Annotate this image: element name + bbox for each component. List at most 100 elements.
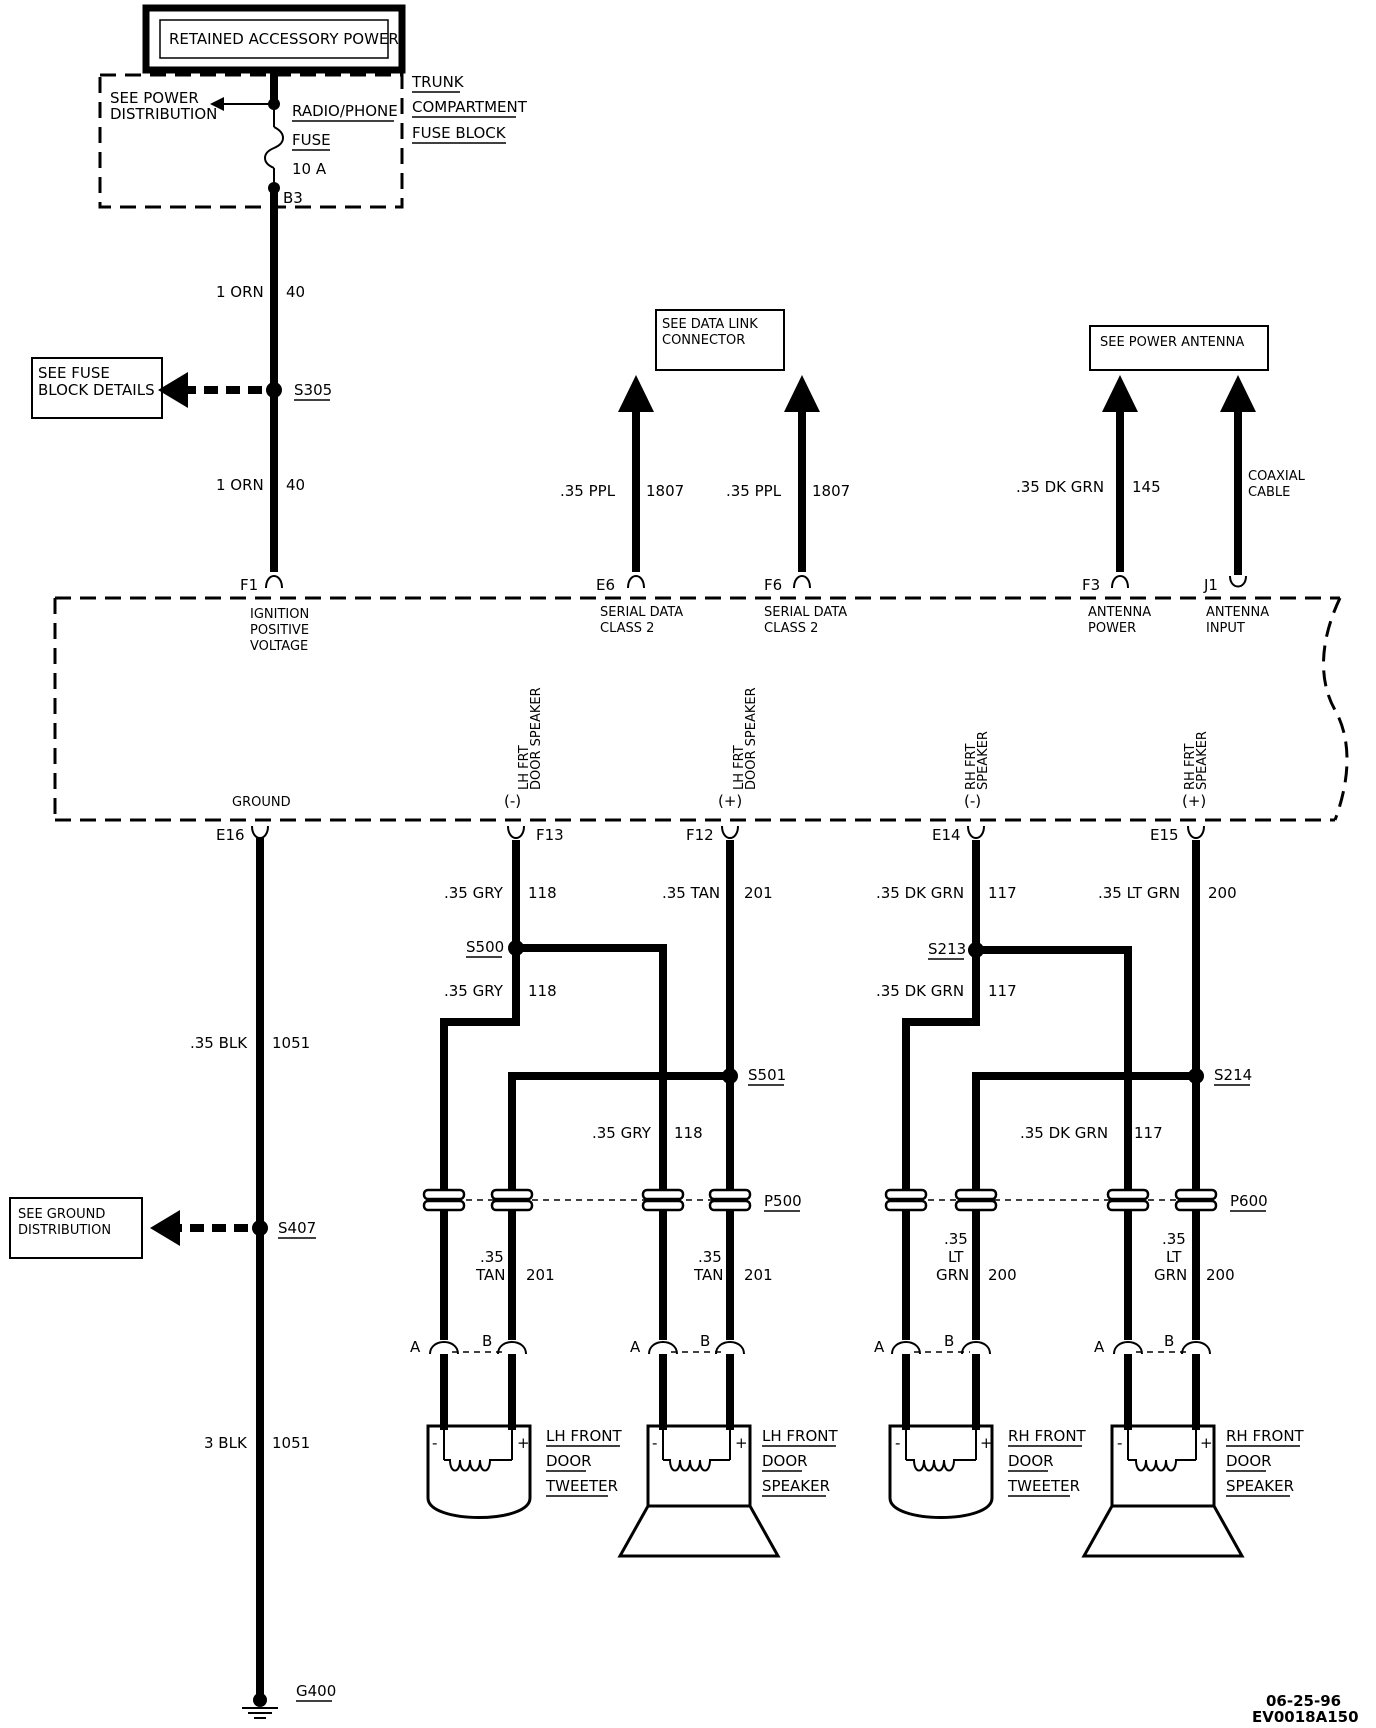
- lh-tw-plus: +: [517, 1434, 530, 1452]
- f13-func1: LH FRT: [517, 745, 532, 790]
- j1-pin: J1: [1203, 576, 1218, 594]
- ignition-func2: POSITIVE: [250, 623, 309, 638]
- s500-down-size: .35 GRY: [444, 982, 504, 1000]
- rh-sp-size2: LT: [1166, 1248, 1182, 1266]
- lh-front-door-tweeter: A B - + LH FRONT DOOR TWEETER: [410, 1210, 622, 1519]
- fuse-location-line3: FUSE BLOCK: [412, 124, 507, 142]
- lh-sp-label2: DOOR: [762, 1452, 808, 1470]
- lh-mid-size: .35 GRY: [592, 1124, 652, 1142]
- top-wire-e6: .35 PPL 1807 E6 SERIAL DATA CLASS 2: [560, 375, 684, 636]
- see-fuse-line1: SEE FUSE: [38, 364, 110, 382]
- rh-sp-size1: .35: [1162, 1230, 1186, 1248]
- e6-size: .35 PPL: [560, 482, 616, 500]
- rh-tw-label2: DOOR: [1008, 1452, 1054, 1470]
- e15-size: .35 LT GRN: [1098, 884, 1180, 902]
- f12-size: .35 TAN: [662, 884, 720, 902]
- connector-p500-label: P500: [764, 1192, 802, 1210]
- splice-s407: S407: [278, 1219, 316, 1237]
- s213-down-size: .35 DK GRN: [876, 982, 964, 1000]
- header: RETAINED ACCESSORY POWER: [142, 4, 406, 74]
- fuse-terminal: B3: [283, 189, 303, 207]
- f13-pol: (-): [504, 792, 521, 810]
- rh-sp-pin-a: A: [1094, 1338, 1105, 1356]
- rh-tw-label3: TWEETER: [1007, 1477, 1080, 1495]
- see-fuse-line2: BLOCK DETAILS: [38, 381, 155, 399]
- lh-sp-label1: LH FRONT: [762, 1427, 838, 1445]
- lower-wire-labels: .35 TAN 201 .35 TAN 201 .35 LT GRN 200 .…: [475, 1230, 1235, 1284]
- j1-size-line2: CABLE: [1248, 485, 1290, 500]
- splice-s213: S213: [928, 940, 966, 958]
- lh-tw-size2: TAN: [475, 1266, 505, 1284]
- f12-circuit: 201: [744, 884, 773, 902]
- lh-mid-circuit: 118: [674, 1124, 703, 1142]
- rh-mid-size: .35 DK GRN: [1020, 1124, 1108, 1142]
- ignition-func1: IGNITION: [250, 607, 309, 622]
- rh-sp-pin-b: B: [1164, 1332, 1174, 1350]
- j1-size-line1: COAXIAL: [1248, 469, 1306, 484]
- rh-tw-circuit: 200: [988, 1266, 1017, 1284]
- lh-tw-label1: LH FRONT: [546, 1427, 622, 1445]
- ignition-pin: F1: [240, 576, 258, 594]
- f12-pin: F12: [686, 826, 714, 844]
- f13-func2: DOOR SPEAKER: [529, 687, 544, 790]
- lh-tw-pin-a: A: [410, 1338, 421, 1356]
- ground-wire1-size: .35 BLK: [190, 1034, 248, 1052]
- e14-pol: (-): [964, 792, 981, 810]
- f6-circuit: 1807: [812, 482, 850, 500]
- fuse-block: SEE POWER DISTRIBUTION RADIO/PHONE FUSE …: [98, 70, 528, 209]
- f12-pol: (+): [718, 792, 742, 810]
- rh-sp-minus: -: [1117, 1434, 1122, 1452]
- rh-tw-size3: GRN: [936, 1266, 969, 1284]
- ground-wire2-circuit: 1051: [272, 1434, 310, 1452]
- lh-tw-pin-b: B: [482, 1332, 492, 1350]
- e15-pol: (+): [1182, 792, 1206, 810]
- e14-func2: SPEAKER: [976, 731, 991, 790]
- rh-tw-size2: LT: [948, 1248, 964, 1266]
- e14-func1: RH FRT: [964, 743, 979, 790]
- rh-mid-circuit: 117: [1134, 1124, 1163, 1142]
- rh-sp-label1: RH FRONT: [1226, 1427, 1305, 1445]
- e15-pin: E15: [1150, 826, 1179, 844]
- power-antenna-ref: SEE POWER ANTENNA: [1100, 335, 1244, 350]
- splice-s214: S214: [1214, 1066, 1252, 1084]
- feed-wire2-size: 1 ORN: [216, 476, 264, 494]
- lh-sp-pin-b: B: [700, 1332, 710, 1350]
- lh-sp-size1: .35: [698, 1248, 722, 1266]
- rh-speaker-wiring: E14 .35 DK GRN 117 S213 .35 DK GRN 117 E…: [876, 825, 1252, 1196]
- footer-code: EV0018A150: [1252, 1708, 1359, 1726]
- ground-pin: E16: [216, 826, 245, 844]
- connector-p600: P600: [884, 1188, 1268, 1212]
- e6-pin: E6: [596, 576, 615, 594]
- e14-circuit: 117: [988, 884, 1017, 902]
- f6-func1: SERIAL DATA: [764, 605, 847, 620]
- f3-func2: POWER: [1088, 621, 1136, 636]
- see-ground-line1: SEE GROUND: [18, 1207, 105, 1222]
- lh-tw-size1: .35: [480, 1248, 504, 1266]
- f6-pin: F6: [764, 576, 782, 594]
- splice-s500: S500: [466, 938, 504, 956]
- e15-func2: SPEAKER: [1195, 731, 1210, 790]
- data-link-line2: CONNECTOR: [662, 333, 745, 348]
- ignition-func3: VOLTAGE: [250, 639, 308, 654]
- rh-sp-circuit: 200: [1206, 1266, 1235, 1284]
- feed-circuit: 1 ORN 40 SEE FUSE BLOCK DETAILS S305 1 O…: [31, 188, 332, 654]
- lh-sp-minus: -: [652, 1434, 657, 1452]
- see-ground-line2: DISTRIBUTION: [18, 1223, 111, 1238]
- splice-s305: S305: [294, 381, 332, 399]
- lh-tw-label2: DOOR: [546, 1452, 592, 1470]
- see-power-line1: SEE POWER: [110, 89, 199, 107]
- see-power-line2: DISTRIBUTION: [110, 105, 217, 123]
- fuse-name-line1: RADIO/PHONE: [292, 102, 398, 120]
- feed-wire2-circuit: 40: [286, 476, 305, 494]
- f3-pin: F3: [1082, 576, 1100, 594]
- connector-p600-label: P600: [1230, 1192, 1268, 1210]
- connector-p500: P500: [422, 1188, 802, 1212]
- f13-pin: F13: [536, 826, 564, 844]
- fuse-location-line1: TRUNK: [411, 73, 465, 91]
- rh-tw-plus: +: [980, 1434, 993, 1452]
- lh-sp-pin-a: A: [630, 1338, 641, 1356]
- e14-pin: E14: [932, 826, 961, 844]
- j1-func2: INPUT: [1206, 621, 1245, 636]
- f13-size: .35 GRY: [444, 884, 504, 902]
